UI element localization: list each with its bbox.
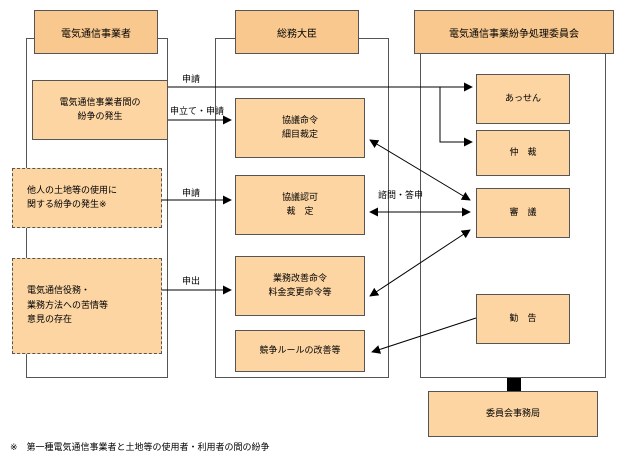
mediation-box: あっせん [476, 74, 570, 124]
arrow-order-deliberation [369, 139, 471, 201]
dispute-between-operators-box: 電気通信事業者間の紛争の発生 [32, 80, 168, 140]
consultation-order-box: 協議命令細目裁定 [235, 98, 365, 158]
label-request: 申出 [182, 277, 201, 287]
label-application-mid: 申請 [182, 189, 201, 199]
business-improvement-box: 業務改善命令料金変更命令等 [235, 256, 365, 316]
arrow-improvement-deliberation [369, 229, 471, 297]
complaints-box: 電気通信役務・業務方法への苦情等意見の存在 [12, 258, 162, 354]
land-use-dispute-box: 他人の土地等の使用に関する紛争の発生※ [12, 168, 162, 228]
footnote: ※ 第一種電気通信事業者と土地等の使用者・利用者の間の紛争 [10, 443, 270, 453]
arrow-recommendation-to-competition [371, 317, 477, 354]
secretariat-box: 委員会事務局 [428, 391, 598, 437]
label-inquiry-report: 諮問・答申 [378, 191, 424, 201]
minister-header: 総務大臣 [235, 10, 359, 54]
competition-rules-box: 競争ルールの改善等 [235, 330, 365, 372]
label-application-top: 申請 [182, 75, 201, 85]
operators-header: 電気通信事業者 [34, 10, 158, 54]
label-petition-application: 申立て・申請 [170, 107, 225, 117]
arbitration-box: 仲 裁 [476, 130, 570, 176]
arrow-branch-to-arbitration [439, 87, 473, 147]
secretariat-connector [507, 378, 521, 392]
recommendation-box: 勧 告 [476, 294, 570, 344]
deliberation-box: 審 議 [476, 188, 570, 238]
consultation-approval-box: 協議認可裁 定 [235, 175, 365, 235]
commission-header: 電気通信事業紛争処理委員会 [414, 10, 614, 54]
